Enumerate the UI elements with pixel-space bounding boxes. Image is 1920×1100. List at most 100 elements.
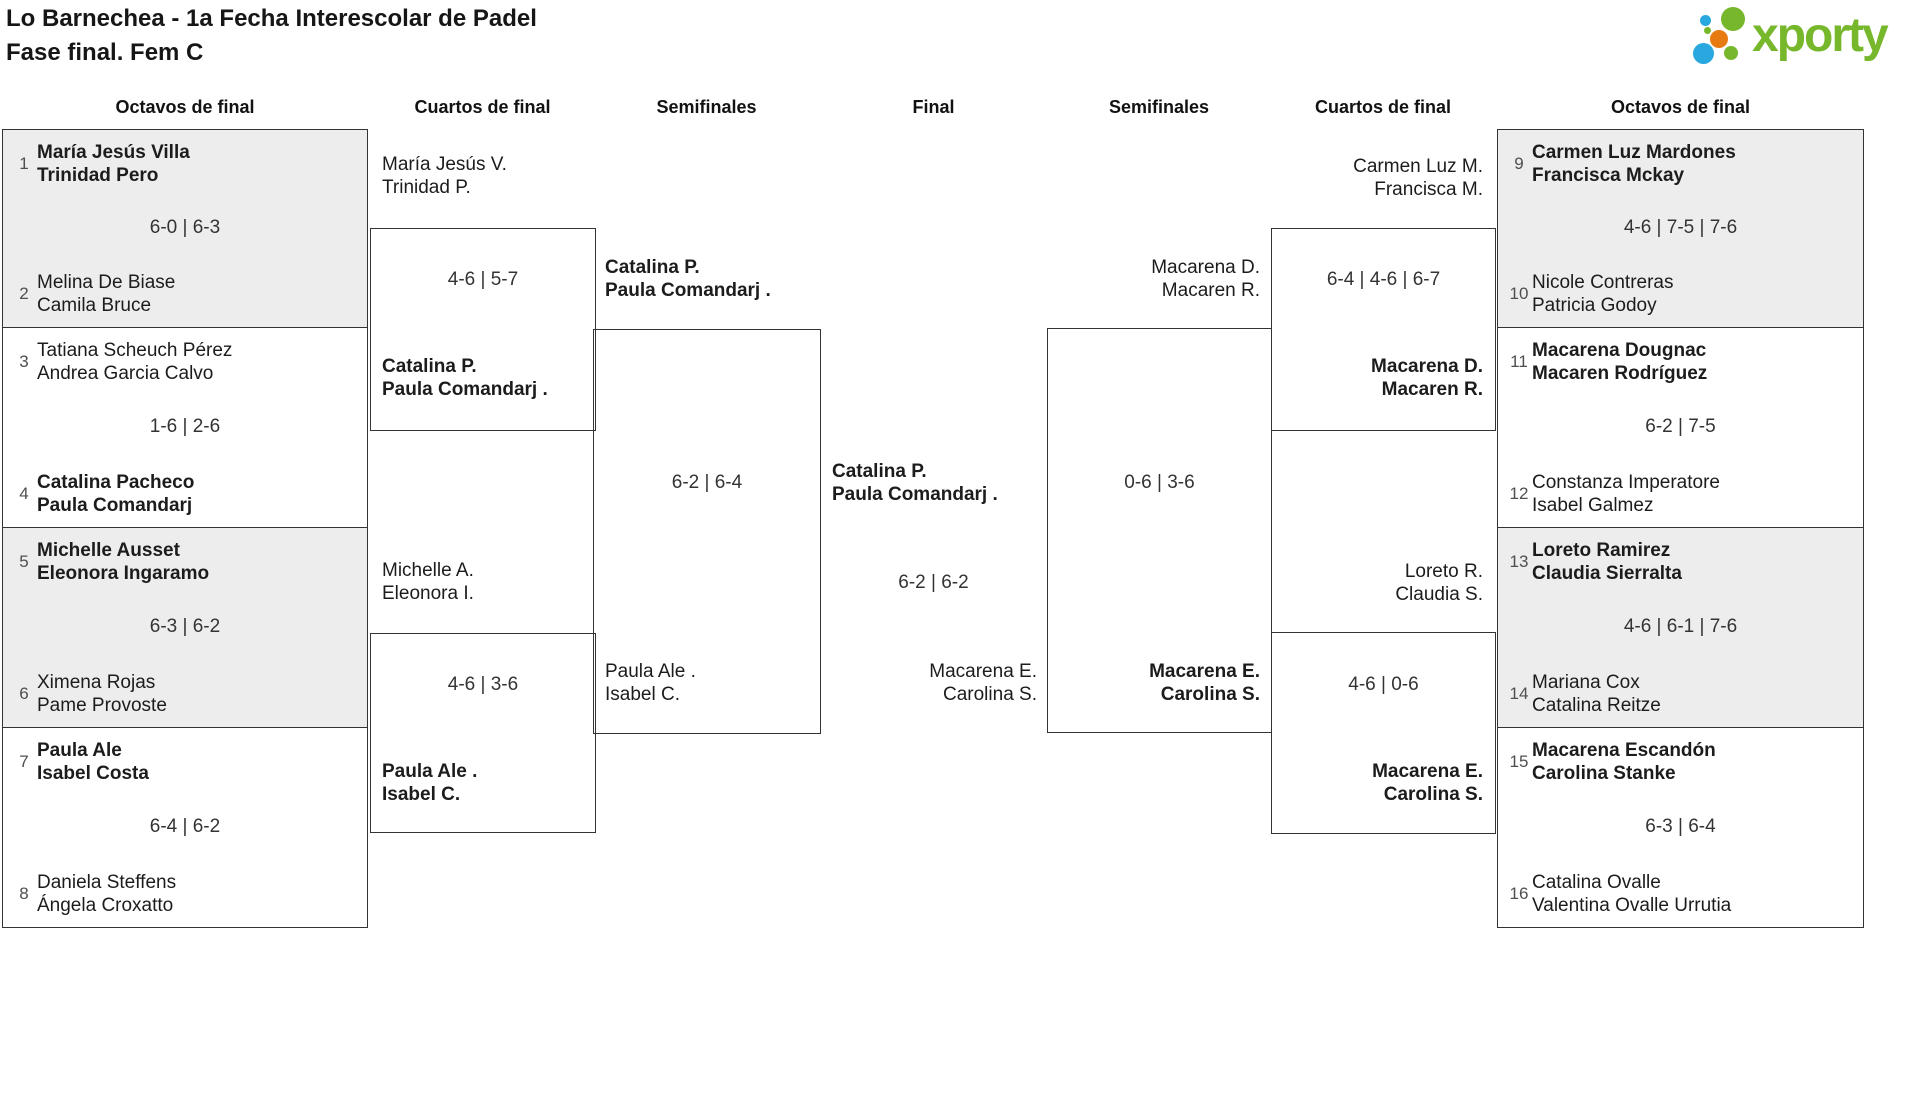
player-name: Macaren R. [1381,379,1483,400]
player-name: Constanza Imperatore [1532,472,1720,493]
seed-label: 1 [19,154,29,173]
player-name: Paula Ale . [382,761,478,782]
player-name: Eleonora I. [382,583,474,604]
player-name: Paula Ale [37,740,122,761]
team-label-final-b: Macarena E. Carolina S. [820,660,1037,706]
player-name: Catalina Pacheco [37,472,195,493]
team-row: 6 Ximena Rojas Pame Provoste [11,671,357,717]
team-names: Paula Ale Isabel Costa [37,739,149,785]
match-score: 4-6 | 5-7 [447,269,519,290]
team-row: 13 Loreto Ramirez Claudia Sierralta [1506,539,1853,585]
seed-label: 8 [19,884,29,903]
player-name: Paula Comandarj . [832,484,998,505]
team-row: 1 María Jesús Villa Trinidad Pero [11,141,357,187]
seed-label: 3 [19,352,29,371]
team-row: 16 Catalina Ovalle Valentina Ovalle Urru… [1506,871,1853,917]
player-name: Melina De Biase [37,272,176,293]
team-names: Constanza Imperatore Isabel Galmez [1532,471,1720,517]
team-row: 12 Constanza Imperatore Isabel Galmez [1506,471,1853,517]
player-name: Carmen Luz Mardones [1532,142,1736,163]
player-name: Andrea Garcia Calvo [37,363,214,384]
match-box-qf-right-2: 4-6 | 0-6 [1271,632,1496,834]
team-row: 10 Nicole Contreras Patricia Godoy [1506,271,1853,317]
player-name: María Jesús Villa [37,142,190,163]
player-name: Carolina S. [1160,684,1260,705]
player-name: Macarena E. [929,661,1037,682]
match-score: 6-2 | 6-4 [671,472,743,493]
team-names: Ximena Rojas Pame Provoste [37,671,167,717]
player-name: Francisca M. [1374,179,1483,200]
player-name: Tatiana Scheuch Pérez [37,340,233,361]
round-header-cuartos-left: Cuartos de final [414,97,551,117]
player-name: Macarena Dougnac [1532,340,1707,361]
player-name: Loreto Ramirez [1532,540,1671,561]
team-label-sf-right-a: Macarena D. Macaren R. [1047,256,1260,302]
seed-label: 4 [19,484,29,503]
team-names: Nicole Contreras Patricia Godoy [1532,271,1674,317]
seed-label: 14 [1509,684,1529,703]
player-name: Catalina Ovalle [1532,872,1661,893]
match-score: 6-0 | 6-3 [149,216,221,238]
team-label-sf-right-b: Macarena E. Carolina S. [1047,660,1260,706]
match-score: 6-3 | 6-2 [149,615,221,637]
match-box-l16-right-1: 9 Carmen Luz Mardones Francisca Mckay 4-… [1497,129,1864,328]
logo-dot-blue-large-icon [1693,43,1714,64]
team-names: Loreto Ramirez Claudia Sierralta [1532,539,1682,585]
player-name: María Jesús V. [382,154,507,175]
seed-label: 16 [1509,884,1529,903]
logo-dot-green-small-icon [1724,46,1738,60]
player-name: Macaren Rodríguez [1532,363,1708,384]
player-name: Isabel C. [605,684,680,705]
player-name: Macarena Escandón [1532,740,1716,761]
player-name: Claudia Sierralta [1532,563,1682,584]
team-label-final-a: Catalina P. Paula Comandarj . [832,460,998,506]
player-name: Trinidad Pero [37,165,159,186]
match-score-final: 6-2 | 6-2 [898,572,969,593]
match-score: 0-6 | 3-6 [1124,472,1195,493]
team-row: 11 Macarena Dougnac Macaren Rodríguez [1506,339,1853,385]
round-header-final: Final [912,97,955,117]
xporty-logo[interactable]: xporty [1690,2,1916,72]
seed-label: 2 [19,284,29,303]
match-box-sf-right: 0-6 | 3-6 [1047,328,1272,733]
player-name: Daniela Steffens [37,872,177,893]
player-name: Eleonora Ingaramo [37,563,210,584]
seed-label: 12 [1509,484,1529,503]
player-name: Macarena D. [1151,257,1260,278]
team-label-qf-left-2a: Michelle A. Eleonora I. [382,559,474,605]
team-row: 4 Catalina Pacheco Paula Comandarj [11,471,357,517]
player-name: Macarena E. [1149,661,1260,682]
player-name: Catalina P. [832,461,927,482]
seed-label: 6 [19,684,29,703]
seed-label: 10 [1509,284,1529,303]
player-name: Nicole Contreras [1532,272,1674,293]
page-title-line1: Lo Barnechea - 1a Fecha Interescolar de … [6,5,537,32]
match-box-l16-left-3: 5 Michelle Ausset Eleonora Ingaramo 6-3 … [2,527,368,728]
round-header-cuartos-right: Cuartos de final [1314,97,1452,117]
round-header-semis-left: Semifinales [656,97,757,117]
team-label-qf-right-2a: Loreto R. Claudia S. [1271,560,1483,606]
player-name: Mariana Cox [1532,672,1640,693]
player-name: Carolina Stanke [1532,763,1676,784]
match-box-l16-left-1: 1 María Jesús Villa Trinidad Pero 6-0 | … [2,129,368,328]
player-name: Paula Comandarj . [382,379,548,400]
match-score: 6-4 | 4-6 | 6-7 [1326,269,1441,290]
player-name: Michelle Ausset [37,540,180,561]
team-names: Mariana Cox Catalina Reitze [1532,671,1661,717]
match-score: 6-3 | 6-4 [1645,815,1716,837]
team-label-sf-left-b: Paula Ale . Isabel C. [605,660,696,706]
team-label-qf-left-1a: María Jesús V. Trinidad P. [382,153,507,199]
team-row: 7 Paula Ale Isabel Costa [11,739,357,785]
player-name: Carmen Luz M. [1353,156,1483,177]
page-title: Lo Barnechea - 1a Fecha Interescolar de … [6,2,537,70]
team-label-qf-right-1b: Macarena D. Macaren R. [1271,355,1483,401]
team-label-qf-left-2b: Paula Ale . Isabel C. [382,760,477,806]
round-header-octavos-left: Octavos de final [115,97,255,117]
player-name: Michelle A. [382,560,474,581]
match-box-l16-right-4: 15 Macarena Escandón Carolina Stanke 6-3… [1497,727,1864,928]
team-names: Macarena Escandón Carolina Stanke [1532,739,1716,785]
logo-dot-blue-small-icon [1700,15,1711,26]
player-name: Ángela Croxatto [37,895,174,916]
player-name: Patricia Godoy [1532,295,1657,316]
team-row: 3 Tatiana Scheuch Pérez Andrea Garcia Ca… [11,339,357,385]
